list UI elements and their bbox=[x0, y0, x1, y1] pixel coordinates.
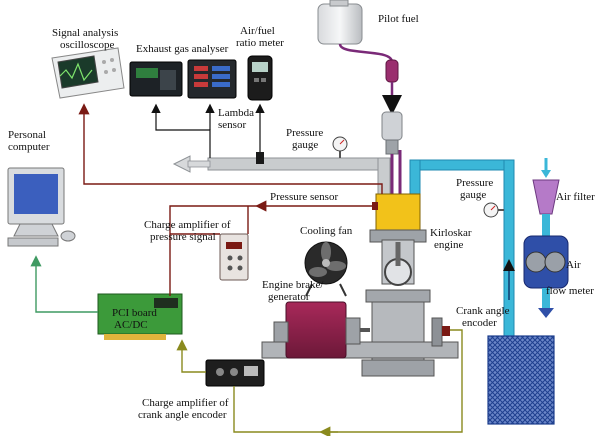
air-flow-meter bbox=[523, 214, 569, 318]
label-engine-1: Kirloskar bbox=[430, 227, 472, 239]
label-crank-1: Crank angle bbox=[456, 305, 510, 317]
label-brake-2: generator bbox=[268, 291, 310, 303]
label-pressure-sensor: Pressure sensor bbox=[270, 191, 338, 203]
air-fuel-ratio-meter bbox=[247, 55, 273, 101]
engine-brake-generator bbox=[261, 301, 459, 359]
label-lambda-1: Lambda bbox=[218, 107, 254, 119]
label-personal-computer-1: Personal bbox=[8, 129, 46, 141]
lambda-sensor-body bbox=[256, 152, 264, 164]
label-air-flow-2: flow meter bbox=[546, 285, 594, 297]
air-filter bbox=[532, 158, 560, 215]
label-oscilloscope-2: oscilloscope bbox=[60, 39, 114, 51]
label-brake-1: Engine brake/ bbox=[262, 279, 324, 291]
label-personal-computer-2: computer bbox=[8, 141, 50, 153]
label-engine-2: engine bbox=[434, 239, 463, 251]
label-afr-2: ratio meter bbox=[236, 37, 284, 49]
signal-line-green bbox=[30, 255, 98, 313]
label-pci-2: AC/DC bbox=[114, 319, 148, 331]
personal-computer bbox=[7, 167, 76, 247]
label-pressure-gauge-right-1: Pressure bbox=[456, 177, 493, 189]
label-charge-amp-pressure-1: Charge amplifier of bbox=[144, 219, 231, 231]
label-cooling-fan: Cooling fan bbox=[300, 225, 353, 237]
label-oscilloscope-1: Signal analysis bbox=[52, 27, 118, 39]
pressure-sensor-mount bbox=[372, 202, 378, 210]
label-pci-1: PCI board bbox=[112, 307, 157, 319]
lambda-wiring bbox=[151, 103, 265, 158]
signal-line-olive bbox=[176, 329, 463, 436]
label-pilot-fuel: Pilot fuel bbox=[378, 13, 419, 25]
label-exhaust-analyser: Exhaust gas analyser bbox=[136, 43, 229, 55]
label-pressure-gauge-top-2: gauge bbox=[292, 139, 318, 151]
label-air-flow-1: Air bbox=[566, 259, 581, 271]
oscilloscope bbox=[51, 47, 125, 99]
air-drum bbox=[487, 335, 555, 425]
crank-encoder-mount bbox=[442, 326, 450, 336]
label-pressure-gauge-right-2: gauge bbox=[460, 189, 486, 201]
exhaust-pipe bbox=[172, 155, 391, 199]
pressure-gauge-right bbox=[483, 202, 504, 218]
label-air-filter: Air filter bbox=[556, 191, 595, 203]
charge-amplifier-crank bbox=[205, 359, 265, 387]
label-afr-1: Air/fuel bbox=[240, 25, 275, 37]
pilot-fuel-system bbox=[317, 0, 403, 196]
signal-line-red bbox=[78, 103, 383, 296]
label-crank-2: encoder bbox=[462, 317, 497, 329]
label-charge-amp-pressure-2: pressure signal bbox=[150, 231, 216, 243]
label-lambda-2: sensor bbox=[218, 119, 246, 131]
exhaust-gas-analyser bbox=[129, 59, 237, 99]
label-charge-amp-crank-2: crank angle encoder bbox=[138, 409, 227, 421]
charge-amplifier-pressure bbox=[219, 233, 249, 281]
pressure-gauge-top bbox=[332, 136, 348, 158]
pci-board bbox=[97, 293, 183, 340]
cooling-fan bbox=[304, 241, 348, 297]
label-pressure-gauge-top-1: Pressure bbox=[286, 127, 323, 139]
label-charge-amp-crank-1: Charge amplifier of bbox=[142, 397, 229, 409]
